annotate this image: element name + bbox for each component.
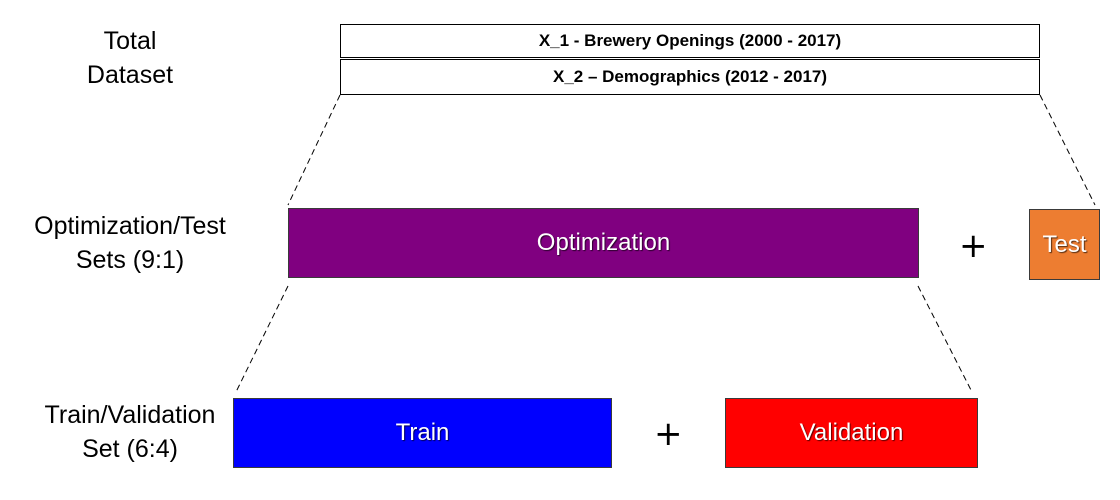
total-dataset-label-line1: Total (103, 27, 157, 55)
test-block: Test (1029, 209, 1100, 280)
optimization-test-sets-label-line1: Optimization/Test (34, 212, 226, 240)
train-validation-set-label-line1: Train/Validation (44, 401, 216, 429)
optimization-to-validation-right-connector (917, 285, 973, 393)
total-dataset-label: Total Dataset (70, 24, 190, 92)
train-validation-set-label-line2: Set (6:4) (82, 435, 178, 463)
validation-block: Validation (725, 398, 978, 468)
train-validation-set-label: Train/Validation Set (6:4) (20, 398, 240, 466)
train-block: Train (233, 398, 612, 468)
optimization-test-sets-label-line2: Sets (9:1) (75, 246, 185, 274)
plus-sign-optimization-test: + (959, 226, 988, 266)
plus-sign-train-validation: + (654, 414, 683, 454)
total-dataset-label-line2: Dataset (86, 61, 174, 89)
dataset-to-optimization-left-connector (287, 94, 341, 206)
dataset-x2-box: X_2 – Demographics (2012 - 2017) (340, 59, 1040, 95)
dataset-to-test-right-connector (1039, 94, 1096, 206)
optimization-test-sets-label: Optimization/Test Sets (9:1) (20, 209, 240, 277)
optimization-to-train-left-connector (235, 285, 289, 393)
optimization-block: Optimization (288, 208, 919, 278)
dataset-x1-box: X_1 - Brewery Openings (2000 - 2017) (340, 24, 1040, 58)
